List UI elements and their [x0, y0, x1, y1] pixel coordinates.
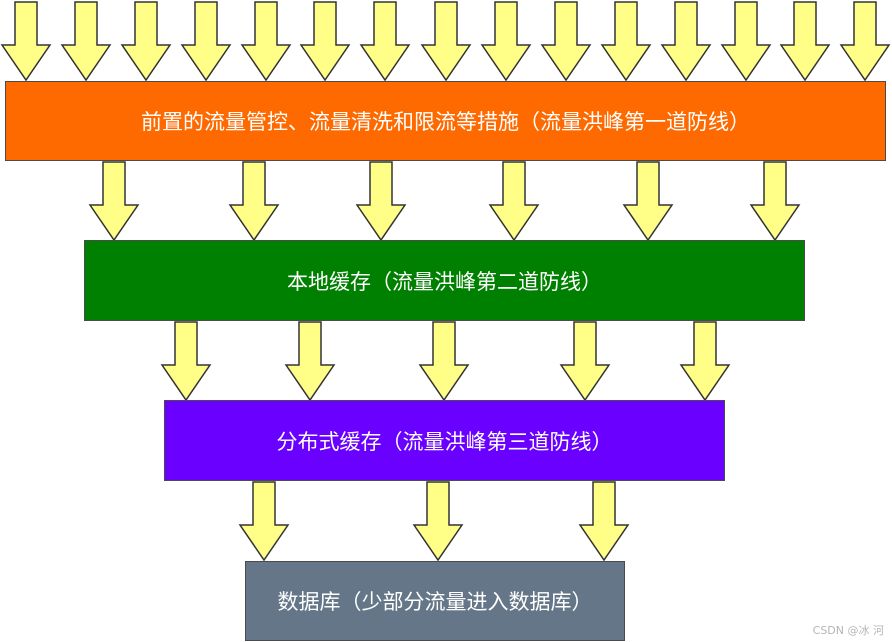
layer-1-label: 前置的流量管控、流量清洗和限流等措施（流量洪峰第一道防线）: [141, 110, 750, 134]
down-arrow-icon: [180, 1, 232, 82]
layer-4-label: 数据库（少部分流量进入数据库）: [277, 590, 593, 614]
down-arrow-icon: [559, 321, 611, 402]
layer-2-label: 本地缓存（流量洪峰第二道防线）: [287, 269, 602, 294]
layer-1-traffic-control: 前置的流量管控、流量清洗和限流等措施（流量洪峰第一道防线）: [5, 81, 886, 161]
down-arrow-icon: [120, 1, 172, 82]
down-arrow-icon: [0, 1, 52, 82]
down-arrow-icon: [60, 1, 112, 82]
down-arrow-icon: [355, 161, 407, 242]
down-arrow-icon: [299, 1, 351, 82]
down-arrow-icon: [284, 321, 336, 402]
down-arrow-icon: [88, 161, 140, 242]
layer-4-database: 数据库（少部分流量进入数据库）: [245, 561, 625, 641]
down-arrow-icon: [418, 321, 470, 402]
down-arrow-icon: [480, 1, 532, 82]
down-arrow-icon: [240, 1, 292, 82]
down-arrow-icon: [679, 321, 731, 402]
down-arrow-icon: [779, 1, 831, 82]
down-arrow-icon: [720, 1, 772, 82]
down-arrow-icon: [749, 161, 801, 242]
down-arrow-icon: [622, 161, 674, 242]
down-arrow-icon: [600, 1, 652, 82]
down-arrow-icon: [578, 481, 630, 562]
down-arrow-icon: [660, 1, 712, 82]
layer-3-label: 分布式缓存（流量洪峰第三道防线）: [276, 429, 613, 454]
layer-2-local-cache: 本地缓存（流量洪峰第二道防线）: [84, 240, 805, 321]
down-arrow-icon: [228, 161, 280, 242]
layer-3-distributed-cache: 分布式缓存（流量洪峰第三道防线）: [164, 400, 725, 481]
down-arrow-icon: [160, 321, 212, 402]
down-arrow-icon: [420, 1, 472, 82]
down-arrow-icon: [359, 1, 411, 82]
down-arrow-icon: [488, 161, 540, 242]
watermark: CSDN @冰 河: [812, 624, 884, 637]
down-arrow-icon: [839, 1, 891, 82]
down-arrow-icon: [412, 481, 464, 562]
down-arrow-icon: [238, 481, 290, 562]
down-arrow-icon: [540, 1, 592, 82]
